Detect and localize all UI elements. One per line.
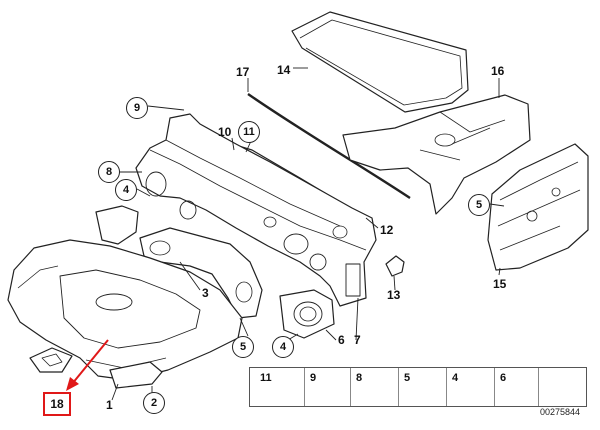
callout-7: 7 (354, 333, 361, 347)
insulation-mat-part (291, 11, 469, 113)
callout-18-highlighted: 18 (43, 392, 71, 416)
seal-strip-part (247, 93, 411, 200)
callout-5-lower: 5 (232, 336, 254, 358)
legend-item-9: 9 (310, 372, 317, 384)
callout-12: 12 (380, 223, 394, 237)
lower-flap-part (109, 361, 163, 389)
callout-2: 2 (143, 392, 165, 414)
legend-item-11: 11 (260, 372, 272, 384)
legend-item-5: 5 (404, 372, 411, 384)
legend-divider (304, 368, 305, 406)
reference-number: 00275844 (540, 407, 581, 417)
fastener-legend: 11 9 8 5 4 6 (249, 367, 587, 407)
callout-9: 9 (126, 97, 148, 119)
legend-divider (538, 368, 539, 406)
legend-divider (350, 368, 351, 406)
legend-divider (398, 368, 399, 406)
callout-4-upper: 4 (115, 179, 137, 201)
legend-divider (446, 368, 447, 406)
callout-3: 3 (202, 286, 209, 300)
callout-6: 6 (338, 333, 345, 347)
bracket-part (95, 205, 139, 245)
legend-item-4: 4 (452, 372, 459, 384)
callout-16: 16 (491, 64, 505, 78)
callout-10: 10 (218, 125, 232, 139)
callout-4-lower: 4 (272, 336, 294, 358)
legend-divider (494, 368, 495, 406)
side-insulation-part (342, 94, 531, 215)
round-plate-part (279, 289, 335, 339)
callout-11: 11 (238, 121, 260, 143)
legend-item-8: 8 (356, 372, 363, 384)
callout-1: 1 (106, 398, 113, 412)
clip-part (385, 255, 405, 277)
small-block-part (29, 347, 73, 373)
callout-14: 14 (277, 63, 291, 77)
bulkhead-assembly-part (135, 113, 377, 307)
callout-5-right: 5 (468, 194, 490, 216)
side-panel-part (487, 143, 589, 271)
callout-15: 15 (493, 277, 507, 291)
callout-17: 17 (236, 65, 250, 79)
callout-13: 13 (387, 288, 401, 302)
callout-8: 8 (98, 161, 120, 183)
highlight-arrow-icon (66, 339, 109, 391)
legend-item-6: 6 (500, 372, 507, 384)
